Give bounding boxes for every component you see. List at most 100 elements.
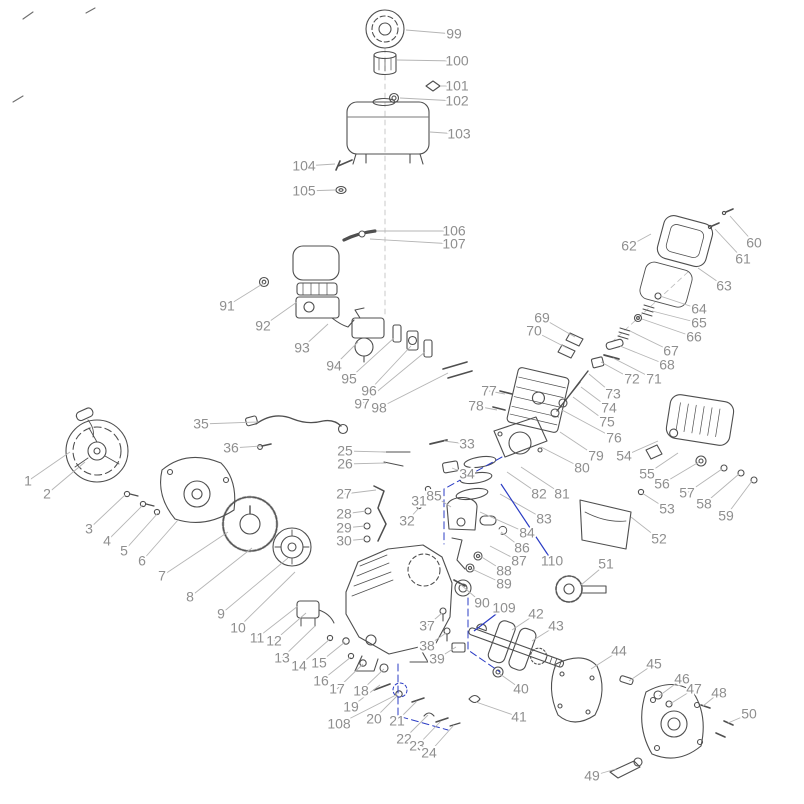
part-number-34: 34 [459,466,475,482]
part-number-76: 76 [606,430,622,446]
part-number-65: 65 [691,315,707,331]
leader-line-27 [343,489,377,495]
leader-line-54 [623,440,659,457]
leader-line-62 [628,233,652,247]
part-number-64: 64 [691,301,707,317]
part-number-73: 73 [605,386,621,402]
leader-line-37 [426,612,443,627]
air-cleaner-art [258,245,355,328]
part-number-37: 37 [419,618,435,634]
part-number-87: 87 [511,553,527,569]
part-number-85: 85 [426,488,442,504]
fuel-line-art [342,229,377,242]
leader-line-81 [520,466,563,495]
part-number-96: 96 [361,383,377,399]
part-number-58: 58 [696,496,712,512]
leader-line-26 [344,462,387,465]
part-number-56: 56 [654,476,670,492]
part-number-74: 74 [601,400,617,416]
part-number-50: 50 [741,706,757,722]
leader-line-59 [725,480,753,517]
leader-line-39 [436,646,457,660]
leader-line-4 [106,504,144,542]
leader-line-61 [714,228,744,260]
part-number-4: 4 [103,533,111,549]
part-number-33: 33 [459,436,475,452]
leader-line-18 [360,668,385,692]
part-number-71: 71 [646,371,662,387]
part-number-69: 69 [534,310,550,326]
part-number-14: 14 [291,658,307,674]
part-number-38: 38 [419,638,435,654]
leader-line-14 [298,638,331,667]
leader-line-9 [220,557,289,615]
leader-line-58 [703,473,740,505]
leader-line-70 [533,330,568,349]
connecting-rod-art [451,537,472,597]
leader-line-110 [500,483,553,562]
part-number-39: 39 [429,651,445,667]
part-number-48: 48 [711,685,727,701]
part-number-26: 26 [337,456,353,472]
part-number-100: 100 [445,53,469,69]
part-number-12: 12 [266,633,282,649]
part-number-36: 36 [223,440,239,456]
leader-line-10 [237,571,296,629]
part-number-43: 43 [548,618,564,634]
part-number-54: 54 [616,448,632,464]
leader-line-84 [479,511,528,534]
part-number-108: 108 [327,716,351,732]
leader-line-51 [580,563,607,586]
leader-line-75 [572,396,608,423]
leader-line-67 [629,330,672,352]
part-number-30: 30 [336,533,352,549]
part-number-29: 29 [336,520,352,536]
part-number-6: 6 [138,553,146,569]
leader-line-40 [499,673,522,690]
leader-line-17 [336,663,364,690]
leader-line-7 [161,531,229,577]
leader-line-1 [27,451,71,482]
leader-line-63 [697,267,725,287]
wiring-harness-art [245,415,349,450]
part-number-61: 61 [735,251,751,267]
leader-line-42 [511,613,537,631]
part-number-79: 79 [588,448,604,464]
part-number-63: 63 [716,278,732,294]
part-number-97: 97 [354,396,370,412]
leader-line-98 [378,372,449,409]
part-number-28: 28 [336,506,352,522]
part-number-8: 8 [186,589,194,605]
part-number-106: 106 [442,223,466,239]
leader-line-13 [281,625,316,659]
leader-line-107 [369,238,455,245]
leader-line-65 [651,310,700,324]
registration-marks [12,7,96,103]
leader-line-104 [303,163,336,167]
part-number-51: 51 [598,556,614,572]
flywheel-art [221,495,279,553]
part-number-88: 88 [496,563,512,579]
recoil-starter-art [65,407,129,483]
leader-line-105 [303,189,336,192]
part-number-84: 84 [519,525,535,541]
leader-line-97 [361,351,426,405]
leader-line-48 [702,692,720,707]
leader-line-15 [318,641,346,664]
part-number-102: 102 [445,93,469,109]
part-number-98: 98 [371,400,387,416]
leader-line-2 [46,461,86,495]
part-number-7: 7 [158,568,166,584]
part-number-77: 77 [481,383,497,399]
heat-shroud-art [579,488,645,550]
leader-line-23 [416,720,442,747]
leader-line-16 [320,656,352,682]
leader-line-91 [226,282,265,307]
leader-line-55 [646,452,679,475]
part-number-3: 3 [85,521,93,537]
leader-line-88 [479,555,505,572]
leader-line-89 [471,568,505,585]
leader-line-86 [500,531,523,549]
